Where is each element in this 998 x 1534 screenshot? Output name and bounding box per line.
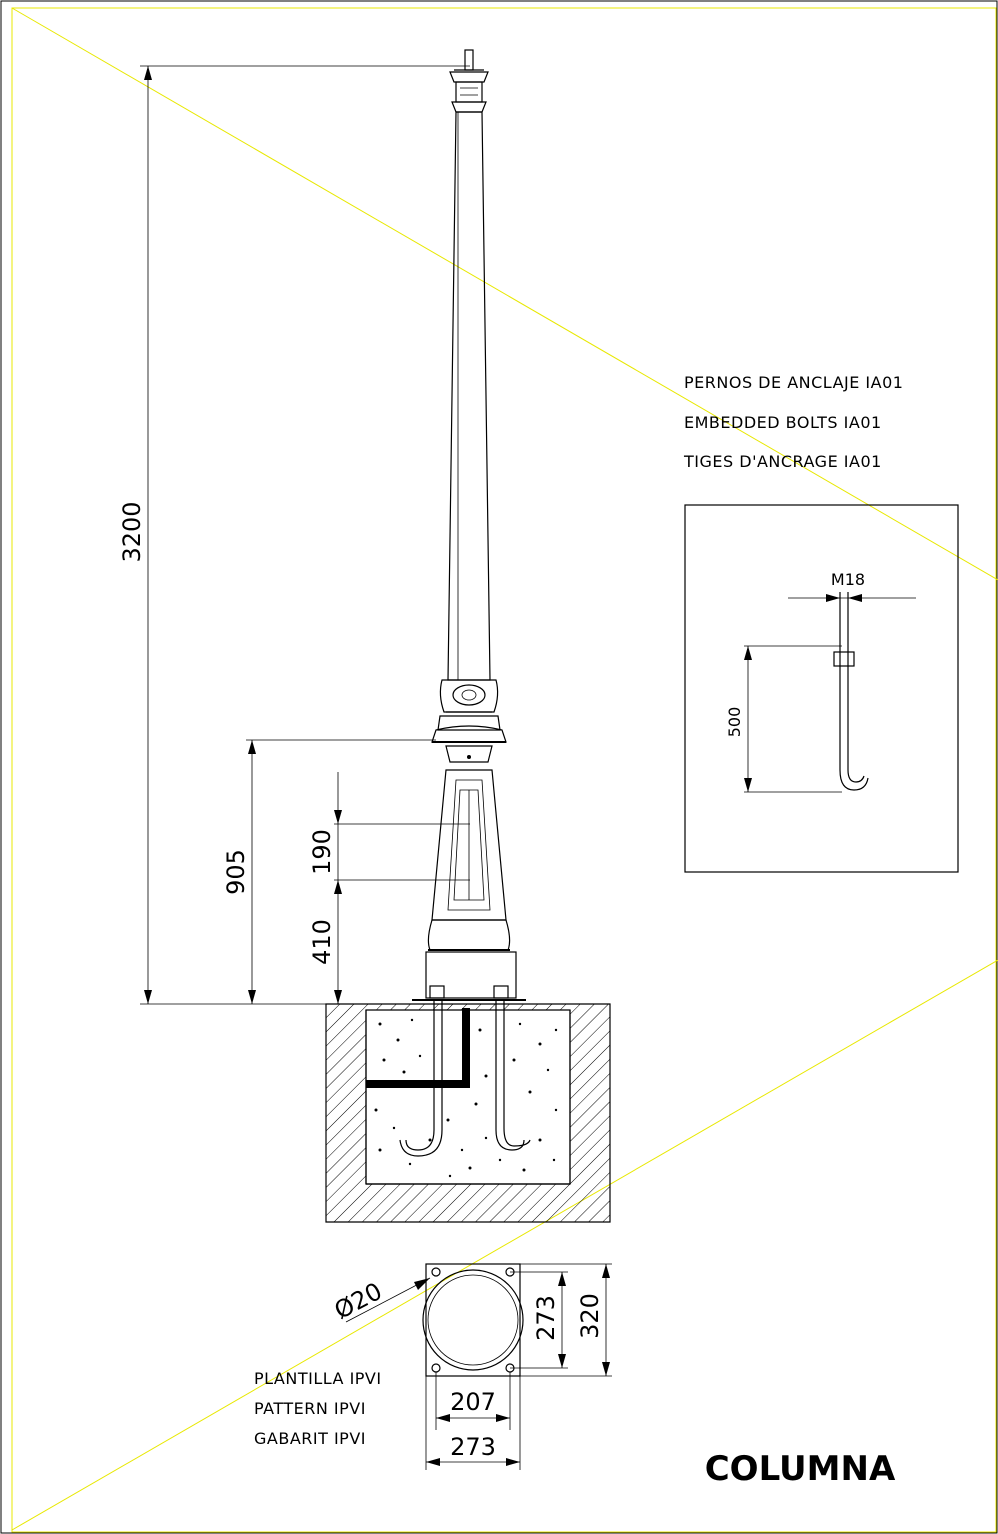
pattern-note-es: PLANTILLA IPVI [254, 1369, 382, 1388]
pattern-note-fr: GABARIT IPVI [254, 1429, 366, 1448]
bolts-notes: PERNOS DE ANCLAJE IA01 EMBEDDED BOLTS IA… [683, 373, 903, 471]
pattern-notes: PLANTILLA IPVI PATTERN IPVI GABARIT IPVI [254, 1369, 382, 1448]
pattern-inner-height: 273 [532, 1295, 560, 1341]
pattern-inner-width: 207 [450, 1388, 496, 1416]
lamp-post [412, 49, 526, 1001]
dim-door-height: 190 [308, 829, 336, 875]
hole-diameter: Ø20 [330, 1277, 387, 1325]
bolt-detail: M18 500 [684, 504, 959, 873]
pattern-note-en: PATTERN IPVI [254, 1399, 366, 1418]
bolt-thread: M18 [831, 570, 865, 589]
pattern-outer-width: 273 [450, 1433, 496, 1461]
bolt-length: 500 [725, 707, 744, 738]
dimension-lines: 3200 905 190 410 [118, 65, 470, 1005]
dim-total-height: 3200 [118, 501, 146, 562]
dim-door-offset: 410 [308, 919, 336, 965]
foundation [325, 1000, 611, 1223]
bolts-note-es: PERNOS DE ANCLAJE IA01 [684, 373, 903, 392]
concrete-speckles [374, 1018, 558, 1178]
bolts-note-en: EMBEDDED BOLTS IA01 [684, 413, 882, 432]
dim-base-height: 905 [222, 849, 250, 895]
drawing-title: COLUMNA [705, 1449, 896, 1489]
bolts-note-fr: TIGES D'ANCRAGE IA01 [683, 452, 882, 471]
base-pattern: Ø20 273 320 207 273 [330, 1263, 612, 1470]
pattern-outer-height: 320 [576, 1293, 604, 1339]
